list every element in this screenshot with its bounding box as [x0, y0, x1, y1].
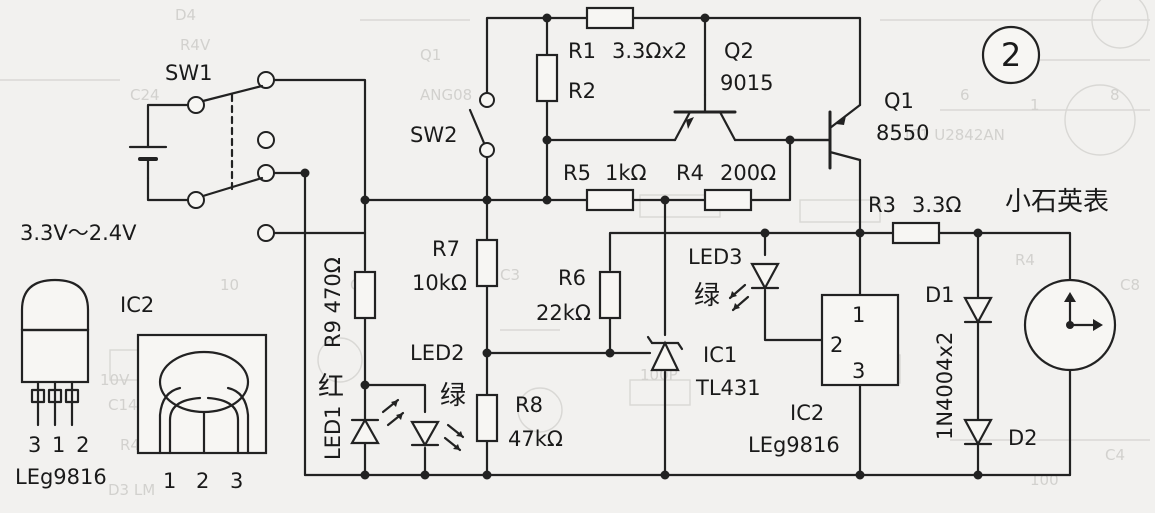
- led1-label: LED1: [321, 406, 345, 461]
- svg-text:C8: C8: [1120, 276, 1140, 294]
- d2-diode: [963, 418, 993, 447]
- junction-dots: [300, 13, 983, 480]
- svg-text:D3 LM: D3 LM: [108, 481, 155, 499]
- diode-label: 1N4004x2: [933, 332, 957, 440]
- svg-text:6: 6: [960, 86, 970, 104]
- ic1-label: IC1: [703, 343, 737, 367]
- sw1-label: SW1: [165, 61, 212, 85]
- r1-body: [585, 6, 635, 30]
- package-name-label: LEg9816: [15, 465, 107, 489]
- r3-value: 3.3Ω: [912, 193, 961, 217]
- r4-label: R4: [676, 161, 704, 185]
- r2-label: R2: [568, 79, 596, 103]
- svg-text:C4: C4: [1105, 446, 1125, 464]
- svg-text:IC1 U2842AN: IC1 U2842AN: [905, 126, 1005, 144]
- r3-body: [891, 221, 941, 245]
- r3-label: R3: [868, 193, 896, 217]
- svg-text:10: 10: [220, 276, 239, 294]
- q1-value: 8550: [876, 121, 929, 145]
- pkg-pin2-label: 2: [196, 469, 209, 493]
- ic2-pin3: 3: [852, 359, 865, 383]
- ic2-package-topview: [136, 333, 268, 455]
- svg-text:100: 100: [1030, 471, 1059, 489]
- ic2-chip-value: LEg9816: [748, 433, 840, 457]
- led2-color: 绿: [440, 381, 466, 411]
- r5-body: [585, 188, 635, 212]
- ic2-chip-box: [820, 293, 900, 387]
- svg-text:R4V: R4V: [180, 36, 211, 54]
- svg-text:C3: C3: [500, 266, 520, 284]
- pkg-pin3-label: 3: [230, 469, 243, 493]
- r1-label: R1: [568, 39, 596, 63]
- svg-text:ANG08: ANG08: [420, 86, 472, 104]
- svg-text:8: 8: [1110, 86, 1120, 104]
- ic1-value: TL431: [695, 376, 761, 400]
- svg-text:Q1: Q1: [420, 46, 441, 64]
- sw2-label: SW2: [410, 123, 457, 147]
- q2-transistor: [673, 93, 737, 142]
- ic2-pin2: 2: [830, 333, 843, 357]
- svg-text:D4: D4: [175, 6, 196, 24]
- led1-color: 红: [318, 372, 344, 402]
- resistors: [353, 6, 941, 443]
- r5-value: 1kΩ: [605, 161, 647, 185]
- battery-symbol: [128, 143, 168, 180]
- d2-label: D2: [1008, 426, 1038, 450]
- r4-value: 200Ω: [720, 161, 776, 185]
- ic2-package-label: IC2: [120, 293, 154, 317]
- d1-diode: [963, 296, 993, 325]
- d1-label: D1: [925, 283, 955, 307]
- badge-number: 2: [1001, 36, 1021, 74]
- r8-label: R8: [515, 393, 543, 417]
- r5-label: R5: [563, 161, 591, 185]
- q2-value: 9015: [720, 71, 773, 95]
- led3-symbol: [728, 262, 780, 312]
- r4-body: [703, 188, 753, 212]
- r9-label: R9 470Ω: [321, 257, 345, 348]
- svg-text:R4: R4: [1015, 251, 1035, 269]
- r1-value: 3.3Ωx2: [612, 39, 687, 63]
- r7-value: 10kΩ: [412, 271, 467, 295]
- meter-label: 小石英表: [1005, 187, 1109, 217]
- q1-label: Q1: [884, 89, 914, 113]
- r8-value: 47kΩ: [508, 427, 563, 451]
- led2-label: LED2: [410, 341, 465, 365]
- ic2-chip-label: IC2: [790, 401, 824, 425]
- svg-text:C24: C24: [130, 86, 160, 104]
- labels: SW1 3.3V～2.4V SW2 R1 3.3Ωx2 R2 Q2 9015 Q…: [15, 39, 1109, 493]
- figure-number-badge: 2: [981, 25, 1041, 85]
- package-pins-label: 3 1 2: [28, 433, 89, 457]
- voltage-label: 3.3V～2.4V: [20, 221, 137, 245]
- svg-text:R4: R4: [120, 436, 140, 454]
- r6-label: R6: [558, 266, 586, 290]
- led3-color: 绿: [694, 281, 720, 311]
- r2-body: [535, 53, 559, 103]
- svg-text:C14: C14: [108, 396, 138, 414]
- sw1-switch: [187, 71, 275, 242]
- r7-body: [475, 238, 499, 288]
- svg-text:1: 1: [1030, 96, 1040, 114]
- quartz-meter-symbol: [1023, 278, 1117, 372]
- r7-label: R7: [432, 237, 460, 261]
- svg-text:10V: 10V: [100, 371, 130, 389]
- ic1-tl431-symbol: [646, 335, 684, 372]
- r8-body: [475, 393, 499, 443]
- pkg-pin1-label: 1: [163, 469, 176, 493]
- led3-label: LED3: [688, 245, 743, 269]
- led1-symbol: [350, 398, 405, 445]
- r9-body: [353, 270, 377, 320]
- transistor-package-drawing: [20, 278, 90, 427]
- led2-symbol: [410, 420, 465, 452]
- r6-body: [598, 270, 622, 320]
- ic2-pin1: 1: [852, 303, 865, 327]
- q1-transistor: [788, 103, 862, 170]
- background-bleed-through: Q1 ANG08 D4 R4V C24 1 IC1 U2842AN 8 6 R4…: [0, 0, 1150, 499]
- r6-value: 22kΩ: [536, 301, 591, 325]
- wires: [146, 16, 1072, 477]
- sw2-switch: [468, 92, 495, 158]
- q2-label: Q2: [724, 39, 754, 63]
